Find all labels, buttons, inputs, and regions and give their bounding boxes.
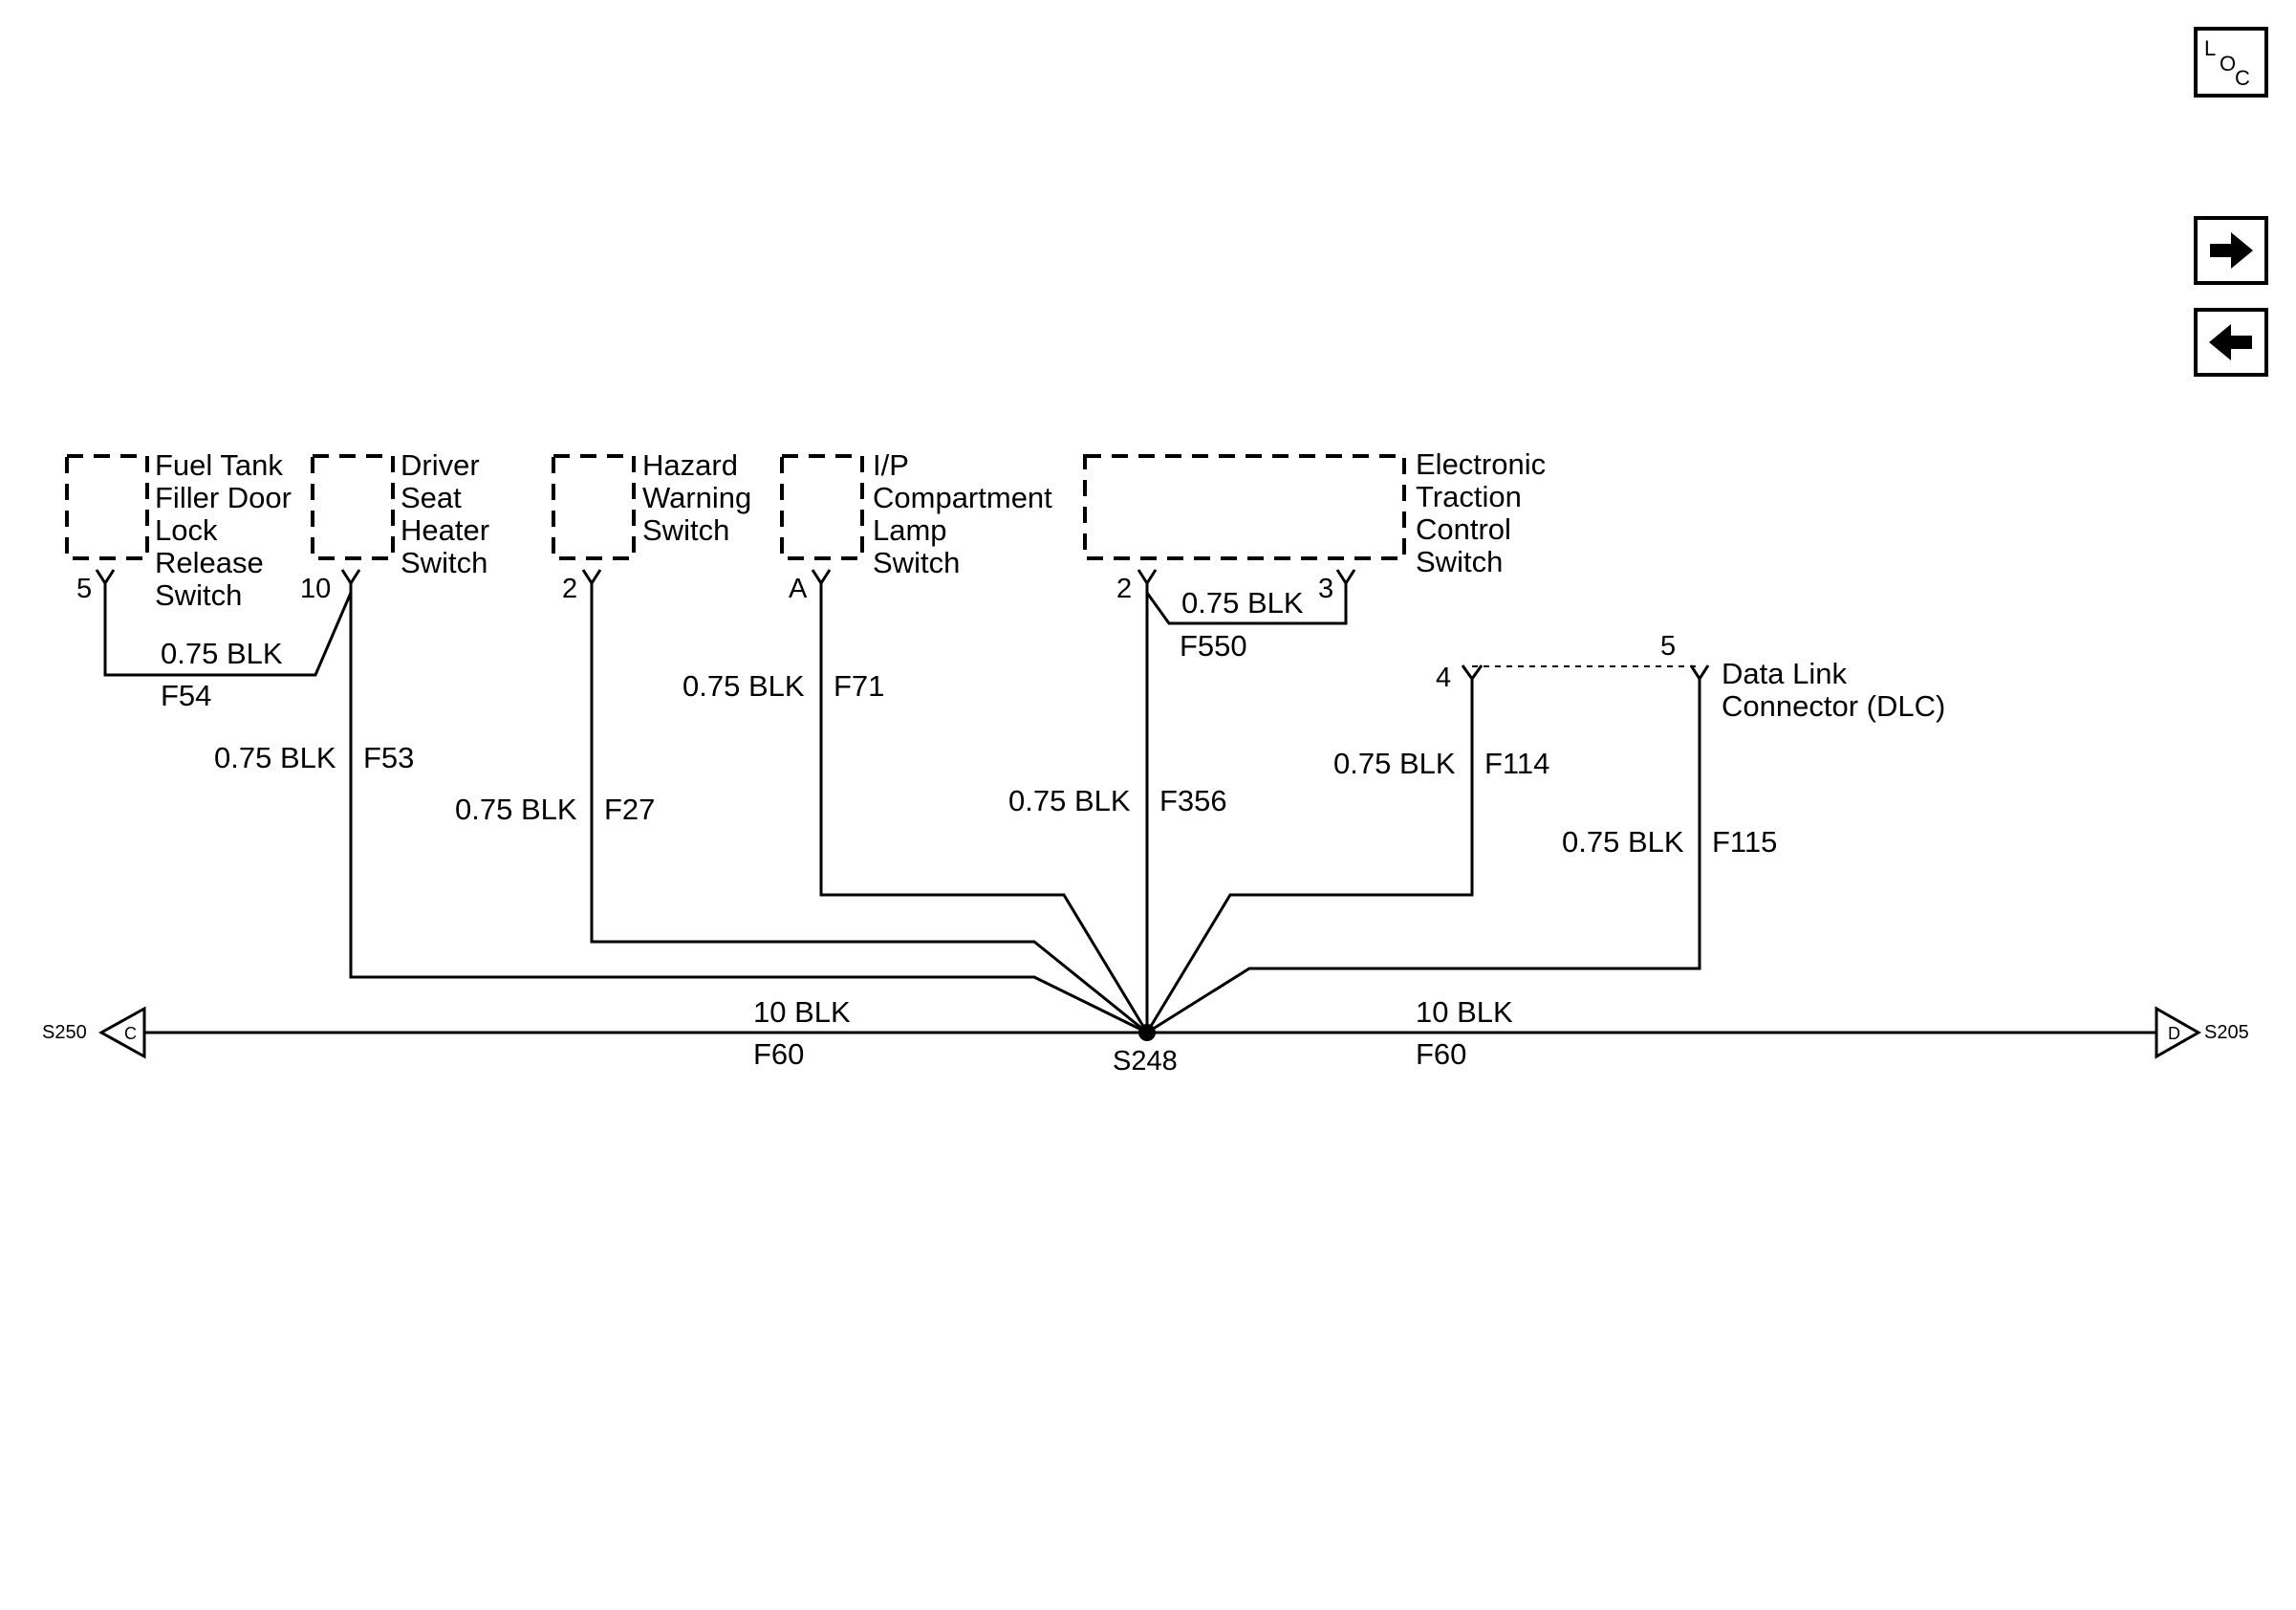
wire-f356-circuit: F356 — [1159, 784, 1227, 817]
wire-f54 — [103, 592, 353, 677]
loc-button-l: L — [2204, 36, 2216, 60]
wire-f60-left-circuit: F60 — [753, 1037, 804, 1071]
pin-etc-right: 3 — [1318, 574, 1333, 604]
electronic-traction-control-switch: Electronic Traction Control Switch — [1083, 447, 1554, 578]
wire-f53 — [349, 593, 1148, 1034]
component-label: Hazard Warning Switch — [642, 448, 760, 547]
component-label: Electronic Traction Control Switch — [1416, 447, 1554, 578]
wire-f27-circuit: F27 — [604, 793, 655, 826]
wire-f356-gauge: 0.75 BLK — [1008, 784, 1131, 817]
connector-s205: D S205 — [2155, 1006, 2249, 1059]
loc-button-c: C — [2235, 66, 2250, 90]
wire-f115-gauge: 0.75 BLK — [1562, 825, 1684, 859]
pin-dlc-right: 5 — [1660, 631, 1676, 662]
wire-f71 — [819, 593, 1149, 1033]
wire-f114-circuit: F114 — [1484, 747, 1549, 780]
splice-label: S248 — [1113, 1046, 1178, 1077]
right-arrow-icon — [2210, 232, 2253, 269]
component-label: Data Link Connector (DLC) — [1722, 657, 1945, 723]
back-button[interactable] — [2194, 308, 2268, 377]
wire-f60-right-gauge: 10 BLK — [1416, 995, 1513, 1029]
wire-f114-gauge: 0.75 BLK — [1333, 747, 1456, 780]
wire-f71-gauge: 0.75 BLK — [682, 669, 805, 703]
wire-f53-circuit: F53 — [363, 741, 414, 774]
connector-s250: C S250 — [42, 1006, 146, 1059]
wire-f114 — [1145, 690, 1474, 1033]
wire-f115 — [1146, 690, 1701, 1034]
data-link-connector: Data Link Connector (DLC) — [1472, 657, 1945, 723]
wire-f550-gauge: 0.75 BLK — [1181, 586, 1304, 620]
component-label: Fuel Tank Filler Door Lock Release Switc… — [155, 448, 300, 612]
pin-driver-seat: 10 — [300, 574, 331, 604]
connector-label: S205 — [2204, 1022, 2249, 1043]
splice-dot — [1138, 1024, 1156, 1041]
wire-f60-right-circuit: F60 — [1416, 1037, 1466, 1071]
driver-seat-heater-switch: Driver Seat Heater Switch — [311, 448, 498, 579]
wire-f115-circuit: F115 — [1712, 825, 1777, 859]
pin-ip-lamp: A — [789, 574, 808, 604]
component-label: I/P Compartment Lamp Switch — [873, 448, 1060, 579]
forward-button[interactable] — [2194, 216, 2268, 285]
pin-etc-left: 2 — [1116, 574, 1132, 604]
wire-f550 — [1145, 592, 1348, 625]
component-label: Driver Seat Heater Switch — [401, 448, 498, 579]
wire-f550-circuit: F550 — [1180, 629, 1247, 663]
wire-f71-circuit: F71 — [834, 669, 884, 703]
wire-f53-gauge: 0.75 BLK — [214, 741, 336, 774]
wire-f60-left-gauge: 10 BLK — [753, 995, 851, 1029]
wire-f54-gauge: 0.75 BLK — [161, 637, 283, 670]
wire-f27-gauge: 0.75 BLK — [455, 793, 577, 826]
wire-f54-circuit: F54 — [161, 679, 211, 712]
connector-label: S250 — [42, 1022, 87, 1043]
hazard-warning-switch: Hazard Warning Switch — [552, 448, 760, 560]
fuel-tank-filler-door-lock-release-switch: Fuel Tank Filler Door Lock Release Switc… — [65, 448, 300, 612]
ip-compartment-lamp-switch: I/P Compartment Lamp Switch — [780, 448, 1060, 579]
pin-terminals — [95, 569, 1710, 690]
loc-button-o: O — [2220, 52, 2236, 76]
loc-button[interactable]: L O C — [2194, 27, 2268, 98]
left-arrow-icon — [2209, 324, 2252, 360]
pin-hazard: 2 — [562, 574, 577, 604]
pin-dlc-left: 4 — [1436, 663, 1451, 693]
connector-letter: D — [2168, 1024, 2180, 1043]
connector-letter: C — [124, 1024, 137, 1043]
pin-fuel-tank: 5 — [76, 574, 92, 604]
wire-f27 — [590, 593, 1148, 1034]
